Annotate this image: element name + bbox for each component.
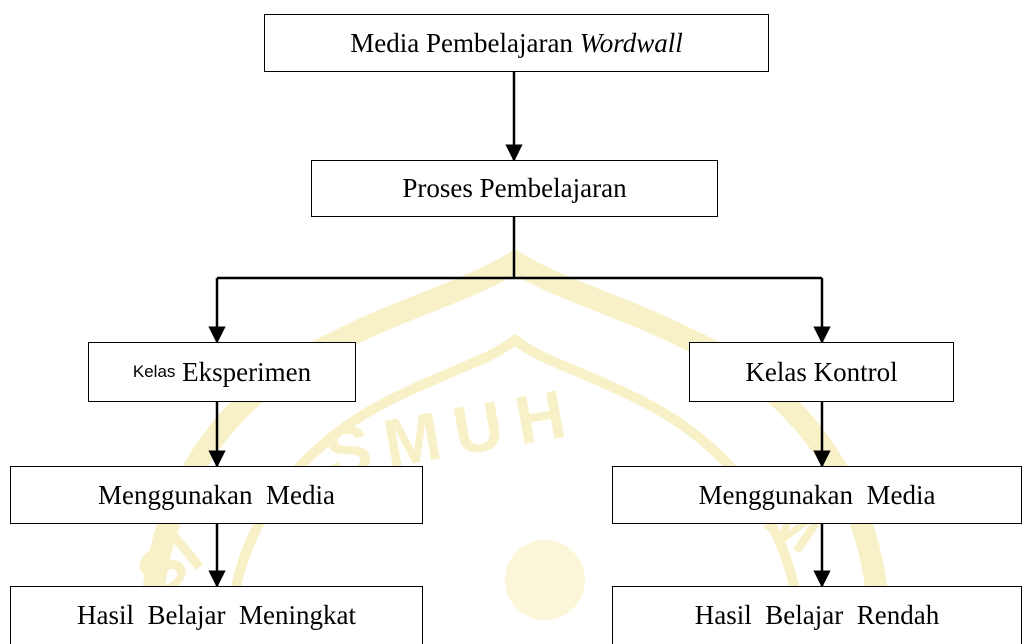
node-eksperimen-small: Kelas xyxy=(132,362,176,381)
connectors xyxy=(208,72,831,588)
node-hasil-right-text: Hasil Belajar Rendah xyxy=(694,600,940,630)
node-media-left-text: Menggunakan Media xyxy=(98,479,335,510)
node-kelas-kontrol: Kelas Kontrol xyxy=(689,342,954,402)
node-hasil-left-text: Hasil Belajar Meningkat xyxy=(77,600,356,630)
node-kontrol-text: Kelas Kontrol xyxy=(745,356,898,387)
node-menggunakan-media-right: Menggunakan Media xyxy=(612,466,1022,524)
node-menggunakan-media-left: Menggunakan Media xyxy=(10,466,423,524)
node-media-text: Media Pembelajaran xyxy=(350,27,580,58)
node-eksperimen-text: Eksperimen xyxy=(175,356,312,387)
node-media-wordwall: Media Pembelajaran Wordwall xyxy=(264,14,769,72)
node-proses-pembelajaran: Proses Pembelajaran xyxy=(311,160,718,217)
node-hasil-belajar-rendah: Hasil Belajar Rendah xyxy=(612,586,1022,644)
node-media-italic: Wordwall xyxy=(579,27,683,58)
node-media-right-text: Menggunakan Media xyxy=(698,479,936,510)
watermark-emblem xyxy=(505,540,585,620)
node-proses-text: Proses Pembelajaran xyxy=(402,173,627,203)
node-hasil-belajar-meningkat: Hasil Belajar Meningkat xyxy=(10,586,423,644)
node-kelas-eksperimen: Kelas Eksperimen xyxy=(88,342,356,402)
